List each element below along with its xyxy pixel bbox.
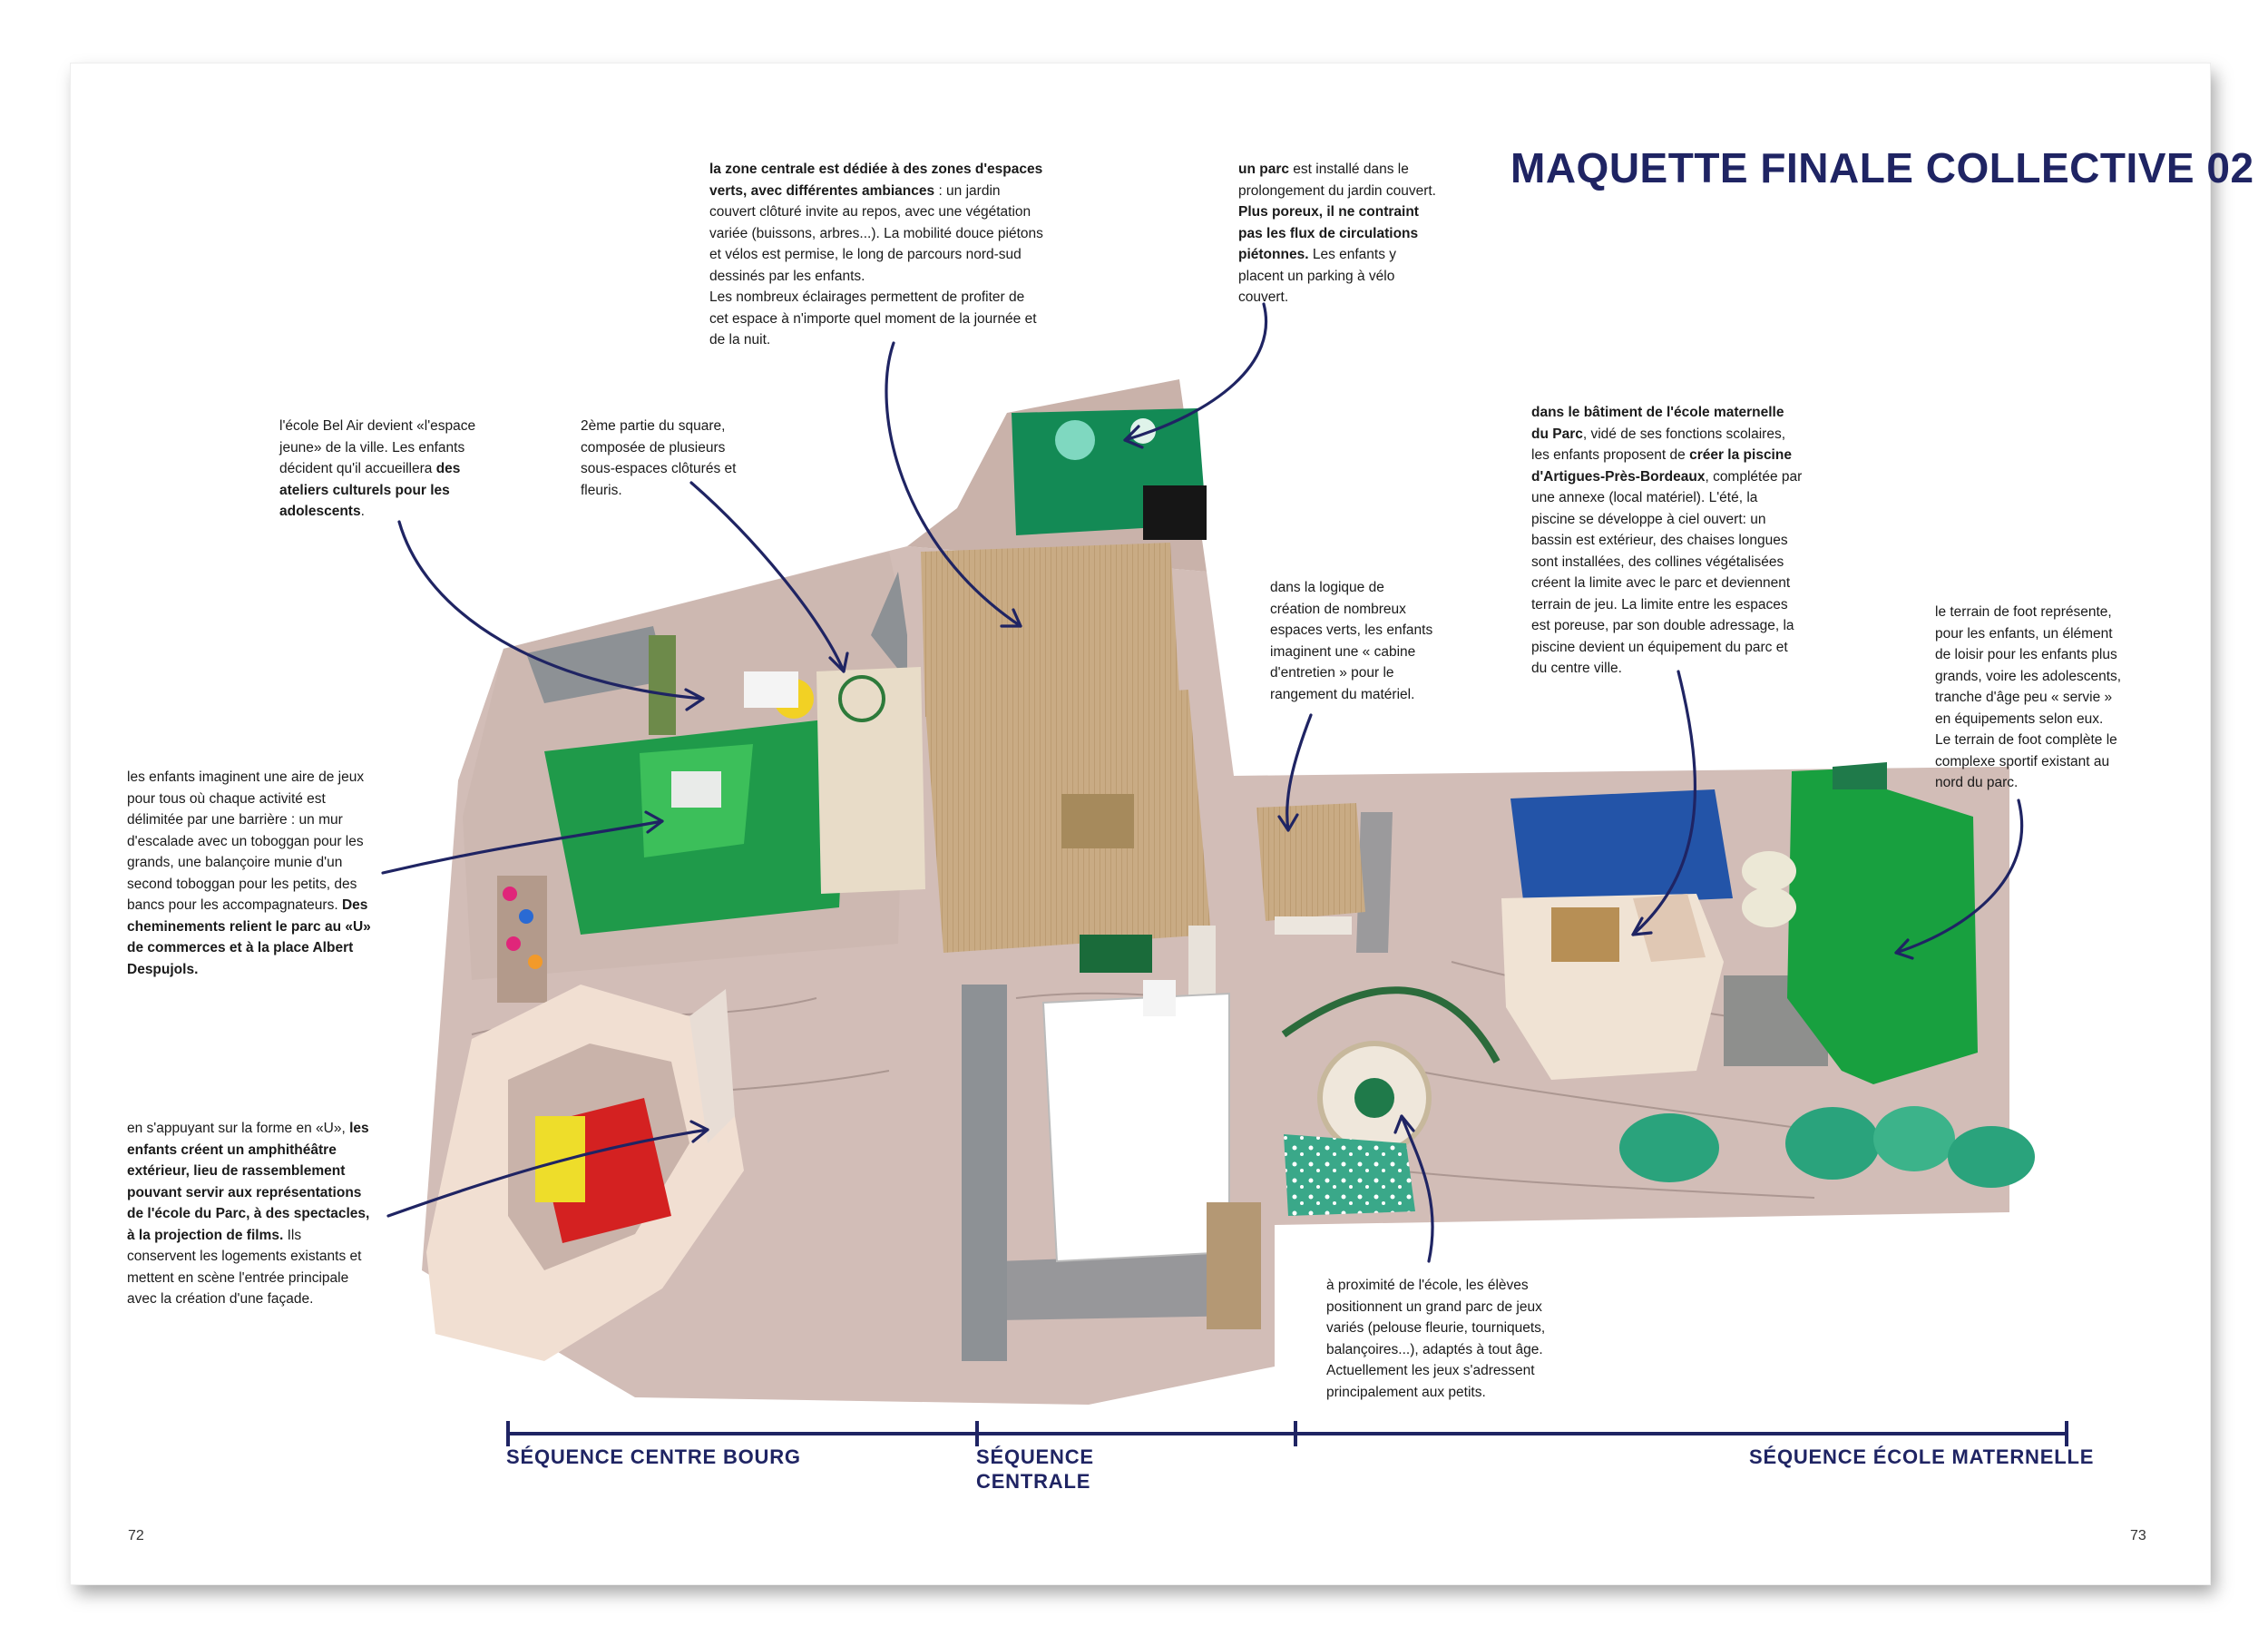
caption-run: dans la logique de création de nombreux … (1270, 580, 1433, 702)
arrowhead-cabin (1277, 813, 1299, 832)
arrowhead-amphitheatre (689, 1120, 709, 1143)
games-park (1281, 986, 1501, 1216)
caption-playground: les enfants imaginent une aire de jeux p… (127, 767, 374, 980)
caption-run: les enfants créent un amphithéâtre extér… (127, 1121, 370, 1243)
arrowhead-pool (1631, 916, 1653, 936)
caption-run: Plus poreux, il ne contraint pas les flu… (1238, 204, 1419, 262)
caption-run: Les nombreux éclairages permettent de pr… (709, 289, 1037, 348)
caption-run: Ils conservent les logements existants e… (127, 1227, 362, 1308)
caption-football: le terrain de foot représente, pour les … (1935, 602, 2126, 794)
caption-run: , complétée par une annexe (local matéri… (1531, 468, 1803, 677)
caption-amphitheatre: en s'appuyant sur la forme en «U», les e… (127, 1118, 374, 1310)
caption-run: , vidé de ses fonctions scolaires, les e… (1531, 426, 1785, 464)
arrow-playground (381, 819, 664, 875)
caption-run: à proximité de l'école, les élèves posit… (1326, 1278, 1546, 1400)
sequence-label-centre-bourg: SÉQUENCE CENTRE BOURG (506, 1445, 801, 1468)
caption-run: Les enfants y placent un parking à vélo … (1238, 247, 1397, 305)
caption-run: le terrain de foot représente, pour les … (1935, 604, 2122, 727)
green-hills (1619, 1106, 2035, 1188)
arrow-football (1894, 799, 2024, 955)
caption-run: les enfants imaginent une aire de jeux p… (127, 769, 365, 913)
caption-square: 2ème partie du square, composée de plusi… (581, 416, 753, 501)
caption-run: des ateliers culturels pour les adolesce… (279, 461, 461, 519)
arrow-central-zone (885, 341, 1022, 628)
football-field (1742, 762, 1978, 1084)
caption-run: 2ème partie du square, composée de plusi… (581, 418, 737, 498)
arrow-pool (1631, 670, 1697, 936)
caption-run: : un jardin couvert clôturé invite au re… (709, 182, 1043, 284)
arrowhead-football (1894, 938, 1914, 960)
sequence-bar (506, 1421, 2068, 1446)
caption-run: dans le bâtiment de l'école maternelle d… (1531, 405, 1784, 442)
arrow-games-park (1400, 1114, 1434, 1263)
page-number-right: 73 (2130, 1528, 2146, 1543)
caption-run: est installé dans le prolongement du jar… (1238, 162, 1436, 199)
housing-u (426, 985, 744, 1361)
arrow-amphitheatre (386, 1128, 709, 1218)
covered-garden-roof (921, 543, 1216, 1007)
caption-run: en s'appuyant sur la forme en «U», (127, 1121, 350, 1136)
caption-park: un parc est installé dans le prolongemen… (1238, 159, 1442, 309)
arrowhead-square (828, 652, 849, 673)
caption-central-zone: la zone centrale est dédiée à des zones … (709, 159, 1045, 351)
maintenance-cabin (1256, 803, 1365, 935)
sequence-label-ecole-maternelle: SÉQUENCE ÉCOLE MATERNELLE (1749, 1445, 2095, 1468)
arrowhead-central-zone (1000, 608, 1022, 628)
central-panel (1041, 980, 1261, 1329)
caption-run: Le terrain de foot complète le complexe … (1935, 732, 2117, 790)
sequence-label-centrale: SÉQUENCE CENTRALE (976, 1445, 1094, 1493)
arrowhead-park (1123, 425, 1144, 449)
caption-run: . (360, 504, 365, 519)
arrow-park (1123, 302, 1268, 442)
caption-run: la zone centrale est dédiée à des zones … (709, 162, 1043, 199)
page-number-left: 72 (128, 1528, 144, 1543)
arrowhead-games-park (1393, 1114, 1415, 1134)
playground (497, 876, 547, 1003)
caption-run: Des cheminements relient le parc au «U» … (127, 897, 371, 977)
caption-cabin: dans la logique de création de nombreux … (1270, 577, 1433, 705)
caption-run: créer la piscine d'Artigues-Près-Bordeau… (1531, 447, 1792, 485)
caption-bel-air: l'école Bel Air devient «l'espace jeune»… (279, 416, 493, 523)
caption-run: l'école Bel Air devient «l'espace jeune»… (279, 418, 476, 476)
page-title: MAQUETTE FINALE COLLECTIVE 02 (1510, 144, 2254, 191)
arrow-square (689, 481, 846, 673)
caption-games-park: à proximité de l'école, les élèves posit… (1326, 1275, 1571, 1403)
arrow-cabin (1286, 713, 1313, 832)
arrow-bel-air (397, 520, 705, 701)
arrowhead-bel-air (684, 688, 705, 711)
garden-square (544, 635, 925, 935)
arrowhead-playground (644, 810, 664, 834)
caption-run: un parc (1238, 162, 1289, 177)
caption-pool: dans le bâtiment de l'école maternelle d… (1531, 402, 1804, 680)
